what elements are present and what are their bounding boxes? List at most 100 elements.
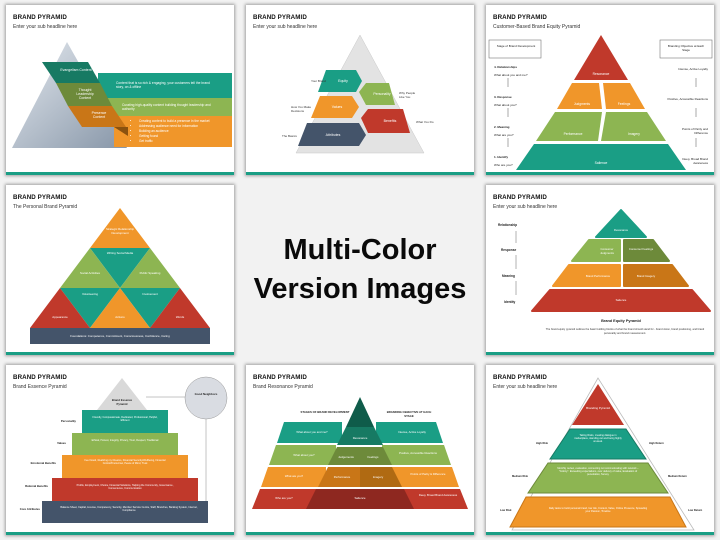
stage-question: Who are you? (494, 163, 513, 167)
circle-label: Good Neighbors (194, 392, 218, 396)
row-center: Salience (354, 496, 366, 500)
cell-label: Social Activities (80, 271, 100, 275)
block-imagery: Imagery (628, 132, 640, 136)
side-label: How You Make Decisions (291, 105, 312, 113)
level-label: Identity (504, 300, 516, 304)
row-left: What are you? (284, 474, 304, 478)
slide-subtitle: Customer-Based Brand Equity Pyramid (493, 24, 581, 30)
row-text: Balance Sheet, Capital, License, Compete… (60, 506, 198, 512)
slide-subtitle: Enter your sub headline here (253, 24, 318, 30)
right-header: Branding Objective at Each Stage (667, 44, 705, 52)
objective: Deep, Broad Brand Awareness (682, 157, 708, 165)
row-left: What about you and me? (296, 430, 328, 434)
bullet: Get traffic (139, 139, 229, 144)
apex-label: Branding Pyramid (586, 406, 610, 410)
block-personality: Personality (373, 92, 391, 96)
slide-thumbnail-3[interactable]: BRAND PYRAMID Customer-Based Brand Equit… (486, 5, 714, 175)
accent-bar (6, 352, 234, 355)
tier-text: Taking Risks, creating dialogue in marke… (574, 434, 622, 443)
side-label: The Basics (282, 134, 297, 138)
row-label: Values (57, 441, 66, 445)
stage-question: What are you? (494, 133, 514, 137)
risk-label: High Risk (536, 442, 548, 445)
side-label: Your Brand (311, 79, 326, 83)
left-header: STAGES OF BRAND DEVELOPMENT (300, 410, 350, 414)
block-label: Brand Performance (585, 274, 611, 278)
content-pyramid-graphic (12, 42, 232, 148)
hex-pyramid-graphic (295, 34, 425, 154)
caption-title: Brand Equity Pyramid (601, 319, 641, 323)
row-right: Deep, Broad Brand Awareness (418, 493, 458, 497)
risk-label: Low Risk (500, 509, 512, 512)
cell-label: Volunteering (81, 292, 99, 296)
layer-text: Content that is so rich & engaging, your… (116, 81, 210, 89)
slide-subtitle: Brand Resonance Pyramid (253, 384, 313, 390)
risk-label: Medium Risk (512, 475, 528, 478)
slide-subtitle: Brand Essence Pyramid (13, 384, 67, 390)
stage-name: 3. Response (494, 95, 512, 99)
side-label: Why People Like You (399, 91, 416, 99)
heading-line-2: Version Images (253, 273, 467, 305)
slide-title: BRAND PYRAMID (493, 374, 547, 381)
slide-thumbnail-1[interactable]: BRAND PYRAMID Enter your sub headline he… (6, 5, 234, 175)
slide-title: BRAND PYRAMID (13, 14, 67, 21)
row-center: Performance (333, 475, 351, 479)
bullet: Creating content to build a presence in … (139, 119, 229, 124)
foundation-label: Foundations: Competence, Commitment, Con… (70, 334, 170, 338)
row-right: Points of Parity & Difference (410, 472, 446, 476)
block-values: Values (331, 105, 343, 109)
row-left: What about you? (293, 453, 315, 457)
cell-label: Strategic Relationship Development (105, 227, 135, 235)
row-text: Ethical, Honest, Integrity, Privacy, Tru… (91, 439, 159, 442)
row-label: Personality (60, 419, 76, 423)
slide-subtitle: The Personal Brand Pyramid (13, 204, 78, 210)
row-text: Profits, Employment, Choice, Financial S… (76, 484, 174, 490)
slide-thumbnail-5[interactable]: BRAND PYRAMID Enter your sub headline he… (486, 185, 714, 355)
objective: Positive, Accessible Reactions (667, 97, 708, 101)
slide-title: BRAND PYRAMID (253, 374, 307, 381)
slide-thumbnail-6[interactable]: BRAND PYRAMID Brand Essence Pyramid Bran… (6, 365, 234, 535)
accent-bar (6, 532, 234, 535)
accent-bar (486, 532, 714, 535)
slide-thumbnail-7[interactable]: BRAND PYRAMID Brand Resonance Pyramid ST… (246, 365, 474, 535)
slide-title: BRAND PYRAMID (13, 374, 67, 381)
row-center: Imagery (372, 475, 384, 479)
bullet: Building an audience (139, 129, 229, 134)
block-resonance: Resonance (592, 72, 610, 76)
accent-bar (246, 532, 474, 535)
cell-label: Public Speaking (139, 271, 161, 275)
row-text: Feel Good, Realizing my Dreams, Financia… (84, 459, 166, 465)
stage-question: What about you? (494, 103, 517, 107)
slide-thumbnail-8[interactable]: BRAND PYRAMID Enter your sub headline he… (486, 365, 714, 535)
accent-bar (486, 352, 714, 355)
slide-title: BRAND PYRAMID (13, 194, 67, 201)
level-label: Response (501, 248, 517, 252)
layer-bullets: Creating content to build a presence in … (134, 119, 229, 144)
row-center: Judgements (338, 455, 354, 459)
objective: Intense, Active Loyalty (678, 67, 708, 71)
slide-title: BRAND PYRAMID (493, 14, 547, 21)
heading-line-1: Multi-Color (283, 234, 437, 266)
accent-bar (486, 172, 714, 175)
layer-text: Curating high-quality content building t… (122, 103, 211, 111)
side-label: What You Do (416, 120, 434, 124)
level-label: Meaning (502, 274, 515, 278)
slide-subtitle: Enter your sub headline here (493, 204, 558, 210)
row-label: Core Attributes (19, 507, 40, 511)
slide-title: BRAND PYRAMID (253, 14, 307, 21)
layer-label: Presence Content (91, 111, 107, 119)
block-feelings: Feelings (617, 102, 631, 106)
branding-pyramid-graphic (509, 377, 695, 531)
cbbe-pyramid-graphic (488, 35, 713, 170)
stage-name: 2. Meaning (494, 125, 510, 129)
brand-essence-pyramid-graphic (42, 376, 228, 523)
bullet: Addressing audience need for information (139, 124, 229, 129)
tier-text: Daily tasks to build personal brand, low… (548, 507, 648, 513)
block-label: Brand Imagery (636, 274, 656, 278)
stage-name: 4. Relationships (494, 65, 518, 69)
slide-thumbnail-4[interactable]: BRAND PYRAMID The Personal Brand Pyramid… (6, 185, 234, 355)
slide-thumbnail-2[interactable]: BRAND PYRAMID Enter your sub headline he… (246, 5, 474, 175)
block-equity: Equity (338, 79, 348, 83)
block-label: Salience (615, 298, 627, 302)
cell-label: Words (175, 315, 185, 319)
